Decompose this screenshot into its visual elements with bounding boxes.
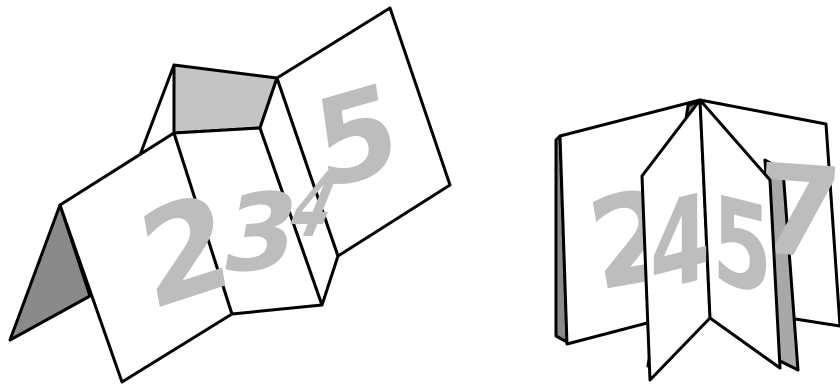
- booklet-fold-illustration: 2 7 4 5: [556, 100, 840, 380]
- page-number-4-booklet: 4: [650, 166, 710, 321]
- accordion-fold-illustration: 2 3 4 5: [10, 8, 450, 382]
- page-number-5-booklet: 5: [712, 169, 772, 324]
